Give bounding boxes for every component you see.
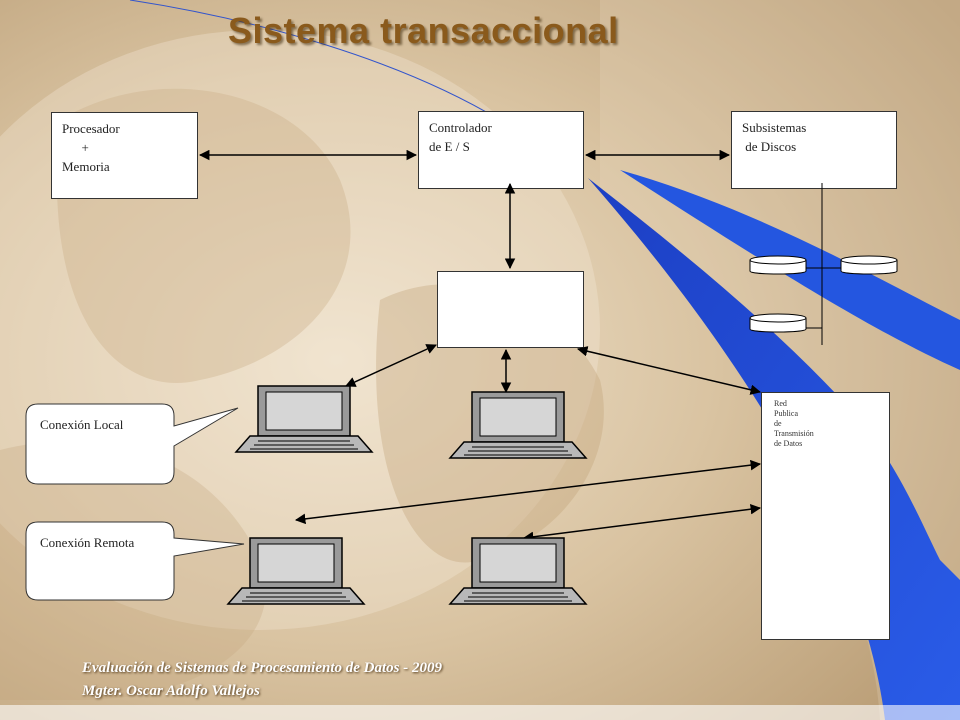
laptop-icon xyxy=(449,391,587,459)
subsistemas-discos-label: Subsistemas de Discos xyxy=(742,120,807,154)
laptop-icon xyxy=(227,537,365,605)
red-publica-label: Red Publica de Transmisión de Datos xyxy=(774,399,814,448)
disk-drive-icon xyxy=(749,313,807,333)
procesador-memoria-label: Procesador + Memoria xyxy=(62,121,120,174)
disk-drive-icon xyxy=(749,255,807,275)
procesador-memoria-box: Procesador + Memoria xyxy=(51,112,198,199)
red-publica-box: Red Publica de Transmisión de Datos xyxy=(761,392,890,640)
arrow-terminal-laptop-left xyxy=(345,344,437,387)
controlador-es-label: Controlador de E / S xyxy=(429,120,492,154)
terminal-controller-box xyxy=(437,271,584,348)
footer-course-line: Evaluación de Sistemas de Procesamiento … xyxy=(82,660,442,676)
callout-remota-shape xyxy=(25,521,245,601)
laptop-icon xyxy=(449,537,587,605)
arrow-red-laptop-remote-left xyxy=(294,459,762,525)
arrow-red-laptop-remote-right xyxy=(522,503,762,543)
callout-local-shape xyxy=(25,403,239,485)
laptop-icon xyxy=(235,385,373,453)
callout-remota-label: Conexión Remota xyxy=(40,535,135,550)
callout-local-label: Conexión Local xyxy=(40,417,124,432)
controlador-es-box: Controlador de E / S xyxy=(418,111,584,189)
disk-drive-icon xyxy=(840,255,898,275)
subsistemas-discos-box: Subsistemas de Discos xyxy=(731,111,897,189)
slide-title: Sistema transaccional xyxy=(228,10,619,51)
arrow-terminal-red xyxy=(576,346,762,395)
footer-author-line: Mgter. Oscar Adolfo Vallejos xyxy=(82,683,260,699)
